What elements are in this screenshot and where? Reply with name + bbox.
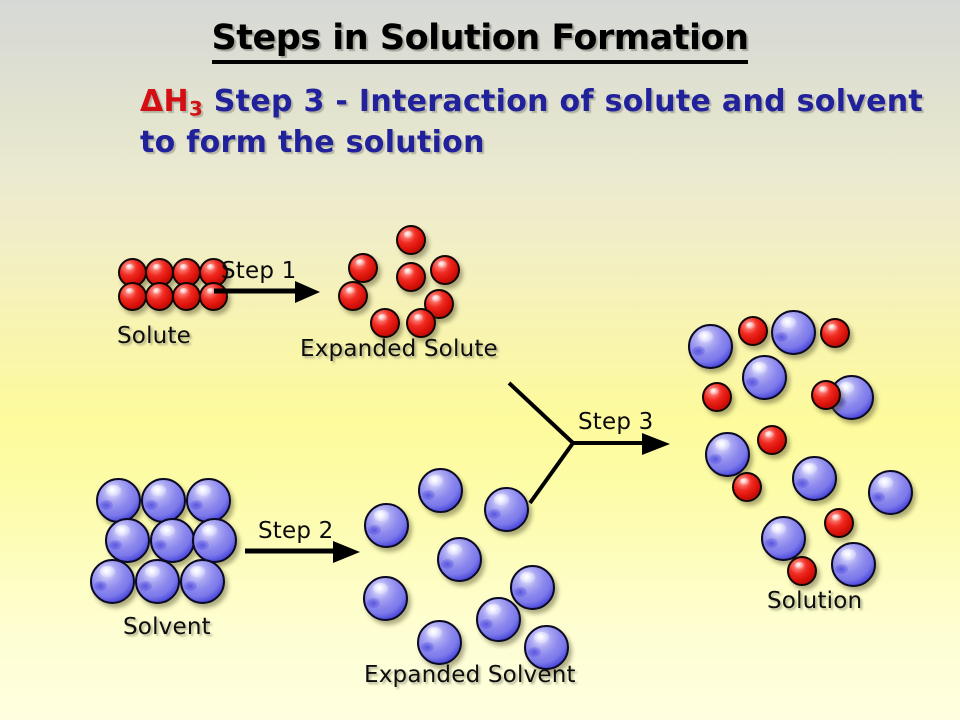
solute-particle <box>824 508 854 538</box>
step2-arrow-icon <box>245 541 360 563</box>
label-solute: Solute <box>117 323 192 349</box>
solvent-particle <box>742 355 787 400</box>
page-title: Steps in Solution Formation <box>0 18 960 64</box>
label-expanded-solute: Expanded Solute <box>300 336 498 362</box>
step2-label: Step 2 <box>258 518 334 544</box>
solvent-particle <box>150 518 195 563</box>
step1-label: Step 1 <box>221 258 297 284</box>
solvent-particle <box>364 503 409 548</box>
page-title-text: Steps in Solution Formation <box>211 18 749 64</box>
solute-particle <box>811 380 841 410</box>
label-expanded-solvent: Expanded Solvent <box>364 662 576 688</box>
solute-particle <box>732 472 762 502</box>
solvent-particle <box>761 516 806 561</box>
solute-particle <box>406 308 436 338</box>
subtitle: ΔH3 Step 3 - Interaction of solute and s… <box>140 82 930 163</box>
solvent-particle <box>141 478 186 523</box>
solute-particle <box>145 282 174 311</box>
solvent-particle <box>105 518 150 563</box>
step1-arrow-icon <box>214 281 320 303</box>
solvent-particle <box>186 478 231 523</box>
solvent-particle <box>437 537 482 582</box>
solvent-particle <box>484 487 529 532</box>
solvent-particle <box>868 470 913 515</box>
solute-particle <box>820 318 850 348</box>
solvent-particle <box>135 559 180 604</box>
enthalpy-label: ΔH3 <box>140 84 204 121</box>
solvent-particle <box>510 565 555 610</box>
enthalpy-symbol: ΔH <box>140 84 189 119</box>
step3-label: Step 3 <box>578 409 654 435</box>
solute-particle <box>199 282 228 311</box>
solvent-particle <box>418 468 463 513</box>
label-solvent: Solvent <box>123 614 211 640</box>
solute-particle <box>424 289 454 319</box>
solvent-particle <box>90 559 135 604</box>
solvent-particle <box>363 576 408 621</box>
solute-particle <box>430 255 460 285</box>
solvent-particle <box>417 620 462 665</box>
solvent-particle <box>524 625 569 670</box>
solute-particle <box>118 282 147 311</box>
solvent-particle <box>688 324 733 369</box>
solute-particle <box>338 281 368 311</box>
solvent-particle <box>831 542 876 587</box>
enthalpy-subscript: 3 <box>188 97 204 121</box>
solvent-particle <box>180 559 225 604</box>
solute-particle <box>757 425 787 455</box>
solute-particle <box>396 225 426 255</box>
solvent-particle <box>476 597 521 642</box>
solvent-particle <box>705 432 750 477</box>
solvent-particle <box>792 456 837 501</box>
label-solution: Solution <box>767 588 863 614</box>
solute-particle <box>702 382 732 412</box>
solute-particle <box>172 282 201 311</box>
solute-particle <box>370 308 400 338</box>
solvent-particle <box>192 518 237 563</box>
subtitle-body: Step 3 - Interaction of solute and solve… <box>140 84 924 160</box>
step3-merge-arrow-icon <box>507 381 670 505</box>
solvent-particle <box>96 478 141 523</box>
solute-particle <box>787 556 817 586</box>
solute-particle <box>396 262 426 292</box>
solute-particle <box>738 316 768 346</box>
solvent-particle <box>771 310 816 355</box>
solute-particle <box>348 253 378 283</box>
